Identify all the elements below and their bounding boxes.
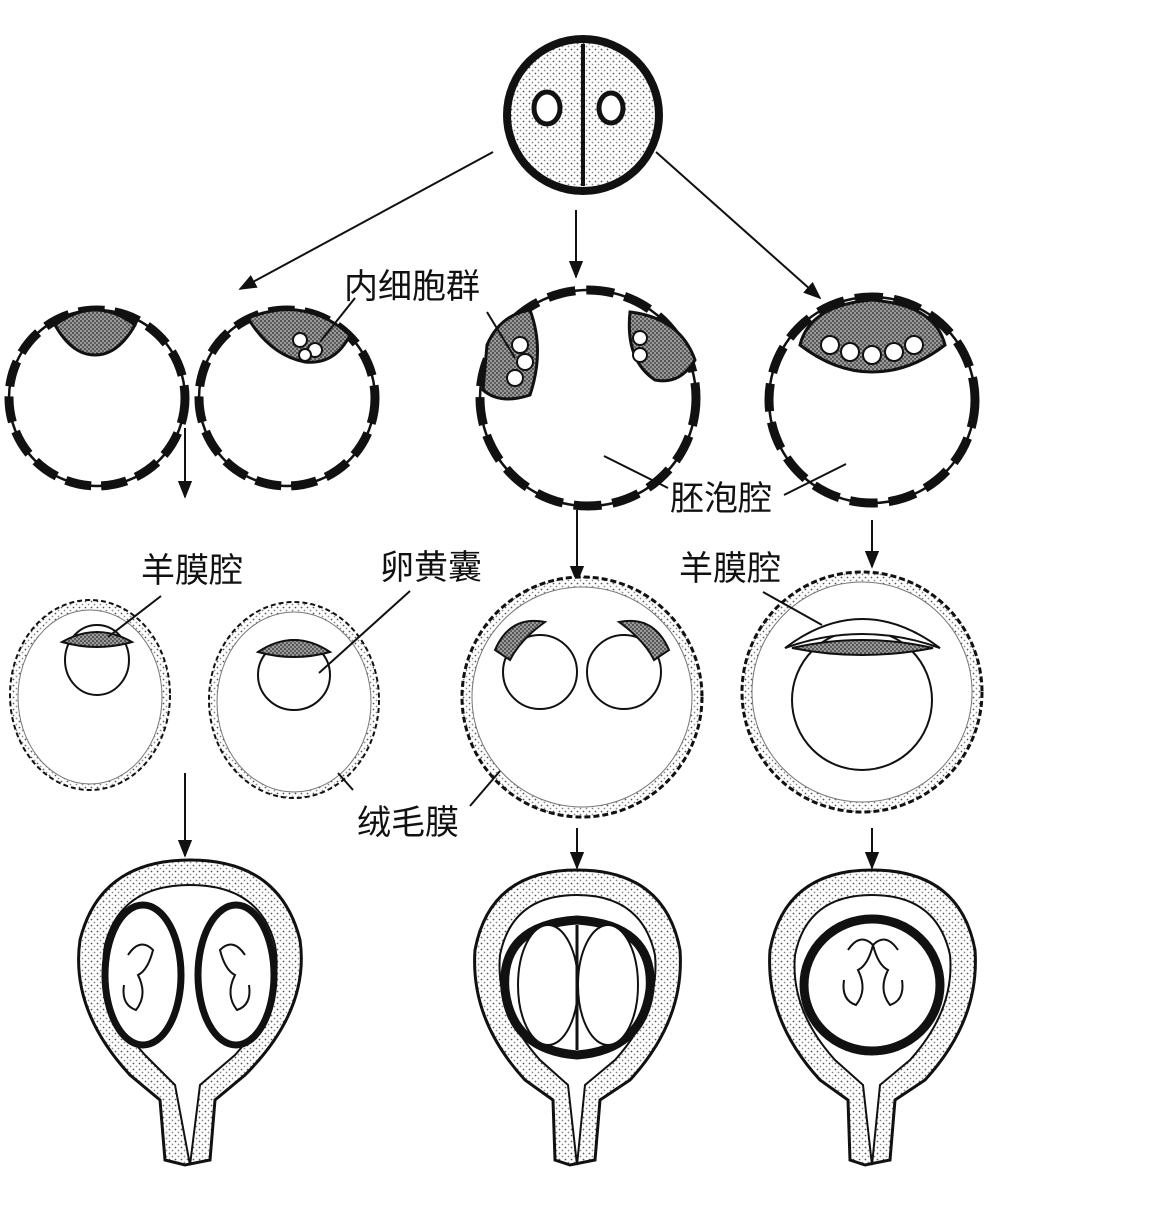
- blastocyst-4: [764, 292, 980, 508]
- yolk-sac-label: 卵黄囊: [380, 548, 482, 588]
- amniotic-cavity-label-right: 羊膜腔: [679, 549, 781, 589]
- chorion-label: 绒毛膜: [357, 803, 459, 843]
- blastocyst-3: [475, 285, 701, 511]
- leader-lines: [107, 297, 847, 807]
- membrane-arrows: [177, 773, 880, 870]
- blastocyst-2: [194, 305, 380, 491]
- blastocyst-arrows: [177, 428, 880, 584]
- membrane-stage-2: [208, 601, 380, 799]
- blastocoel-label: 胚泡腔: [670, 479, 772, 519]
- uterus-3: [768, 868, 977, 1167]
- zygote-arrows: [238, 151, 822, 300]
- membrane-stage-4: [740, 570, 984, 814]
- two-cell-zygote: [503, 35, 663, 195]
- blastocyst-1: [4, 305, 190, 491]
- membrane-stage-1: [9, 599, 171, 791]
- uterus-1: [77, 858, 303, 1167]
- uterus-2: [473, 868, 682, 1167]
- inner-cell-mass-label: 内细胞群: [344, 267, 480, 307]
- amniotic-cavity-label-left: 羊膜腔: [141, 551, 243, 591]
- membrane-stage-3: [460, 575, 704, 819]
